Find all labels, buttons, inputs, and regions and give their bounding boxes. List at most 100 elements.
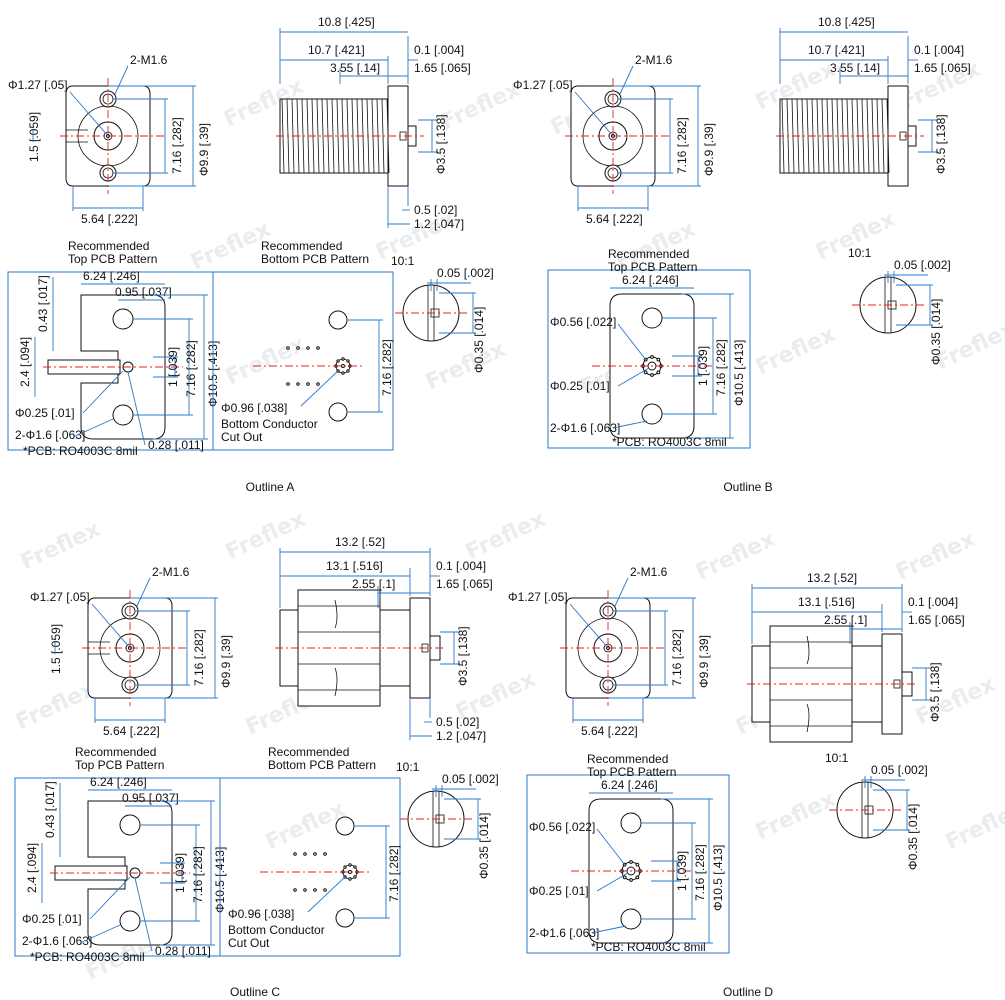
dimension-line (69, 91, 109, 137)
via-dot (293, 852, 297, 856)
ground-via (650, 355, 654, 359)
dimension-line (300, 369, 340, 407)
dimension-label: 6.24 [.246] (83, 269, 140, 283)
dimension-label: 1.65 [.065] (914, 61, 971, 75)
dimension-label: 10.8 [.425] (318, 15, 375, 29)
watermark-text: Freflex (692, 527, 779, 586)
ground-via (629, 878, 633, 882)
dimension-label: Φ0.35 [.014] (477, 813, 491, 879)
watermark-text: Freflex (12, 677, 99, 736)
dimension-line (836, 98, 840, 174)
dimension-label: 2.4 [.094] (25, 843, 39, 893)
dimension-label: 2.4 [.094] (18, 337, 32, 387)
pcb-frame (547, 269, 751, 449)
dimension-label: 0.43 [.017] (43, 781, 57, 838)
dimension-line (617, 323, 647, 361)
dimension-line (596, 872, 629, 892)
dimension-label: Φ10.5 [.413] (732, 340, 746, 406)
mount-pad (112, 404, 134, 426)
dimension-label: 2-M1.6 (630, 565, 668, 579)
via-dot (306, 382, 310, 386)
watermark-text: Freflex (462, 507, 549, 566)
dimension-label: 0.95 [.037] (115, 285, 172, 299)
mount-pad (119, 910, 141, 932)
dimension-label: 2-M1.6 (130, 53, 168, 67)
dimension-label: *PCB: RO4003C 8mil (612, 435, 727, 449)
via-dot (316, 346, 320, 350)
dimension-label: 0.05 [.002] (894, 258, 951, 272)
dimension-label: Φ9.9 [.39] (702, 123, 716, 176)
hex-edge (334, 599, 338, 629)
dimension-label: Φ3.5 [.138] (456, 626, 470, 686)
via-dot (323, 852, 327, 856)
mount-pad (112, 308, 134, 330)
dimension-label: 1 [.039] (696, 346, 710, 386)
dimension-label: Φ0.35 [.014] (472, 307, 486, 373)
dimension-line (91, 603, 131, 649)
outline-caption: Outline D (723, 985, 773, 999)
outline-caption: Outline A (246, 480, 295, 494)
dimension-label: 7.16 [.282] (380, 339, 394, 396)
dimension-label: Φ1.27 [.05] (8, 78, 68, 92)
dimension-label: 0.1 [.004] (436, 559, 486, 573)
dimension-label: Φ1.27 [.05] (508, 590, 568, 604)
dimension-label: Φ3.5 [.138] (928, 662, 942, 722)
dimension-label: 5.64 [.222] (586, 212, 643, 226)
ground-via (650, 373, 654, 377)
dimension-label: 7.16 [.282] (387, 845, 401, 902)
scale-label: 10:1 (391, 254, 415, 268)
via-dot (286, 346, 290, 350)
dimension-label: 1.5 [.059] (49, 624, 63, 674)
ground-via (622, 875, 627, 880)
dimension-label: 0.05 [.002] (871, 763, 928, 777)
dimension-label: Φ9.9 [.39] (697, 635, 711, 688)
dimension-line (821, 98, 825, 174)
outlines-layer: 2-M1.6Φ1.27 [.05]1.5 [.059]7.16 [.282]Φ9… (7, 15, 971, 999)
dimension-label: 0.28 [.011] (148, 438, 204, 452)
dimension-line (316, 98, 320, 174)
dimension-label: 0.05 [.002] (437, 266, 494, 280)
ground-via (656, 370, 661, 375)
via-dot (293, 888, 297, 892)
dimension-label: Φ3.5 [.138] (434, 114, 448, 174)
via-dot (316, 382, 320, 386)
dimension-label: 0.5 [.02] (436, 715, 479, 729)
mount-pad (119, 814, 141, 836)
dimension-line (612, 420, 648, 429)
dimension-label: 10.8 [.425] (818, 15, 875, 29)
dimension-label: 13.1 [.516] (798, 595, 855, 609)
dimension-label: 7.16 [.282] (670, 629, 684, 686)
dimension-label: 13.2 [.52] (335, 535, 385, 549)
dimension-label: Φ0.25 [.01] (15, 406, 75, 420)
dimension-label: Φ10.5 [.413] (711, 845, 725, 911)
outline-group-a: 2-M1.6Φ1.27 [.05]1.5 [.059]7.16 [.282]Φ9… (7, 15, 494, 494)
dimension-label: Φ9.9 [.39] (219, 635, 233, 688)
dimension-line (591, 925, 627, 934)
dimension-label: 13.1 [.516] (326, 559, 383, 573)
dimension-line (321, 98, 325, 174)
dimension-label: Φ3.5 [.138] (934, 114, 948, 174)
mount-hole (328, 402, 348, 422)
ground-via (343, 865, 347, 869)
dimension-label: 0.05 [.002] (442, 772, 499, 786)
dimension-label: 2-M1.6 (635, 53, 673, 67)
pcb-frame (219, 777, 401, 957)
via-dot (306, 346, 310, 350)
dimension-label: 6.24 [.246] (90, 775, 147, 789)
dimension-label: 2-M1.6 (152, 565, 190, 579)
dimension-line (574, 91, 614, 137)
dimension-label: 7.16 [.282] (714, 339, 728, 396)
watermark-text: Freflex (912, 672, 999, 731)
watermark-text: Freflex (752, 787, 839, 846)
outline-group-b: 2-M1.6Φ1.27 [.05]7.16 [.282]Φ9.9 [.39]5.… (513, 15, 971, 494)
ground-via (635, 875, 640, 880)
dimension-label: 7.16 [.282] (184, 340, 198, 397)
dimension-line (617, 367, 650, 387)
ground-via (348, 877, 352, 881)
dimension-label: 5.64 [.222] (81, 212, 138, 226)
dimension-label: 10.7 [.421] (308, 43, 365, 57)
dimension-line (596, 828, 626, 866)
dimension-label: Φ0.25 [.01] (22, 912, 82, 926)
